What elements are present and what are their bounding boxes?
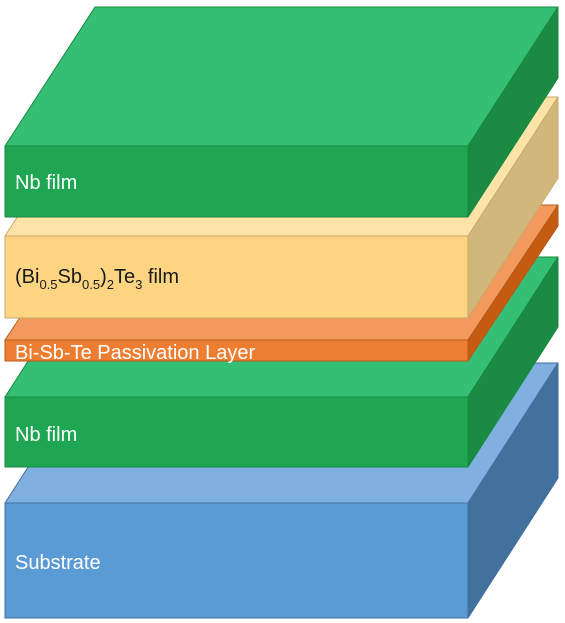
nb-film-bottom-label: Nb film <box>15 424 77 446</box>
passivation-layer-label: Bi-Sb-Te Passivation Layer <box>15 342 255 364</box>
nb-film-top-layer: Nb film <box>4 6 559 218</box>
substrate-label: Substrate <box>15 552 101 574</box>
bisbte-film-label: (Bi0.5Sb0.5)2Te3 film <box>15 266 179 292</box>
nb-film-top-label: Nb film <box>15 172 77 194</box>
